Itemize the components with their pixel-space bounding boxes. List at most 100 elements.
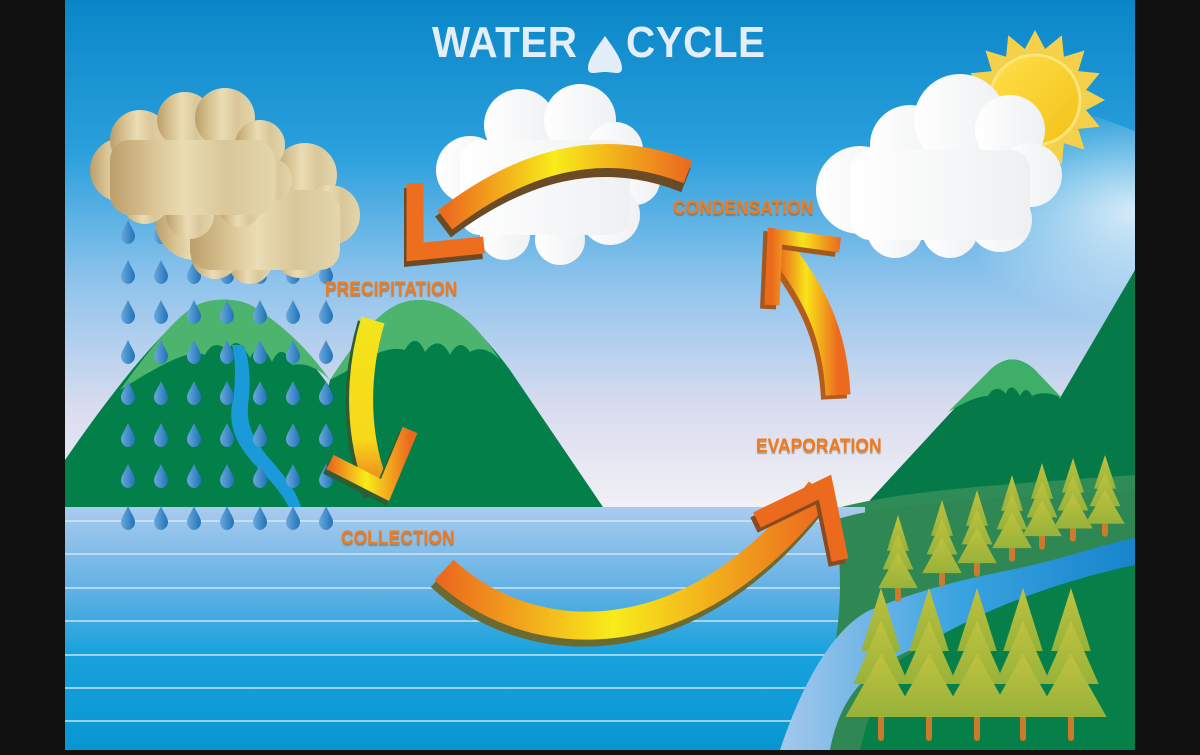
tree-tier — [941, 654, 1013, 717]
pine-tree-icon — [1085, 455, 1125, 537]
rain-drop-icon — [286, 300, 300, 324]
pine-tree-icon — [922, 500, 962, 587]
rain-drop-icon — [121, 381, 135, 405]
tree-trunk — [1039, 532, 1045, 550]
tree-trunk — [1070, 525, 1076, 542]
rain-drop-icon — [121, 260, 135, 284]
rain-cloud-front — [90, 88, 292, 239]
rain-drop-icon — [154, 300, 168, 324]
rain-drop-icon — [253, 464, 267, 488]
tree-tier — [1089, 472, 1121, 507]
tree-trunk — [926, 711, 932, 741]
tree-tier — [957, 527, 997, 564]
tree-tier — [909, 588, 949, 651]
tree-trunk — [974, 711, 980, 741]
rain-drop-icon — [187, 506, 201, 530]
tree-tier — [1062, 458, 1084, 493]
tree-tier — [992, 512, 1032, 549]
mountain-right-back — [870, 270, 1135, 520]
tree-tier — [995, 621, 1051, 684]
tree-tier — [845, 654, 917, 717]
tree-trunk — [1020, 711, 1026, 741]
title-water: WATER — [432, 18, 578, 67]
tree-tier — [949, 621, 1005, 684]
river — [780, 538, 1135, 750]
rain-drop-icon — [319, 260, 333, 284]
tree-trunk — [1009, 544, 1015, 562]
label-precipitation: PRECIPITATION — [325, 279, 458, 300]
water-ripple — [65, 687, 865, 689]
rain-drop-icon — [253, 506, 267, 530]
tree-tier — [926, 518, 958, 555]
tree-tier — [966, 490, 988, 526]
rain-drop-icon — [154, 381, 168, 405]
label-evaporation: EVAPORATION — [756, 436, 882, 457]
tree-tier — [1035, 654, 1107, 717]
tree-trunk — [878, 711, 884, 741]
precipitation-to-collection-arrow — [323, 316, 418, 506]
rain-drop-icon — [220, 506, 234, 530]
foreground-trees — [845, 588, 1107, 741]
rain-drop-icon — [154, 423, 168, 447]
pine-tree-icon — [893, 588, 965, 741]
rain-drop-icon — [187, 340, 201, 364]
tree-tier — [882, 533, 914, 570]
tree-tier — [1022, 500, 1062, 537]
tree-tier — [1053, 494, 1093, 529]
tree-tier — [861, 588, 901, 651]
label-collection: COLLECTION — [341, 528, 455, 549]
water-ripple — [65, 620, 865, 622]
mountain-back-snowcap — [330, 300, 500, 380]
pine-tree-icon — [1022, 463, 1062, 550]
rain-drop-icon — [121, 220, 135, 244]
rain-drop-icon — [253, 340, 267, 364]
rain-drop-icon — [319, 464, 333, 488]
rain-drop-icon — [154, 340, 168, 364]
rain-drop-icon — [121, 423, 135, 447]
mountain-right-snowcap — [948, 359, 1062, 412]
rain-drop-icon — [220, 381, 234, 405]
rain-drop-icon — [187, 381, 201, 405]
tree-tier — [1026, 481, 1058, 518]
evaporation-to-condensation-arrow — [760, 227, 851, 400]
condensation-to-precipitation-arrow — [404, 144, 693, 267]
pine-tree-icon — [992, 475, 1032, 562]
rain-drop-icon — [187, 423, 201, 447]
tree-tier — [1043, 621, 1099, 684]
rain-drop-icon — [220, 464, 234, 488]
collection-to-evaporation-arrow — [430, 474, 849, 647]
rain-drop-icon — [121, 464, 135, 488]
rain-drop-icon — [319, 300, 333, 324]
rain-drop-icon — [253, 423, 267, 447]
water-ripple — [65, 553, 865, 555]
rain-drop-icon — [319, 381, 333, 405]
background-trees — [878, 455, 1125, 602]
rain-drop-icon — [220, 423, 234, 447]
rain-drop-icon — [253, 381, 267, 405]
rain-drop-icon — [220, 300, 234, 324]
pine-tree-icon — [1035, 588, 1107, 741]
pine-tree-icon — [941, 588, 1013, 741]
lake — [65, 507, 865, 750]
pine-tree-icon — [878, 515, 918, 602]
pine-tree-icon — [845, 588, 917, 741]
rain-drop-icon — [154, 464, 168, 488]
tree-tier — [853, 621, 909, 684]
rain-drop-icon — [286, 506, 300, 530]
rain-drop-icon — [121, 506, 135, 530]
tree-tier — [1031, 463, 1053, 499]
water-ripple — [65, 720, 865, 722]
rain-drop-icon — [286, 340, 300, 364]
rain-drop-icon — [286, 464, 300, 488]
rain-drop-icon — [286, 423, 300, 447]
label-condensation: CONDENSATION — [673, 198, 814, 219]
rain-drop-icon — [187, 260, 201, 284]
rain-drop-icon — [319, 340, 333, 364]
water-ripple — [65, 654, 865, 656]
rain-drop-icon — [121, 300, 135, 324]
rain-drop-icon — [154, 506, 168, 530]
pine-tree-icon — [957, 490, 997, 577]
tree-tier — [878, 552, 918, 589]
mountain-stream — [231, 345, 302, 510]
